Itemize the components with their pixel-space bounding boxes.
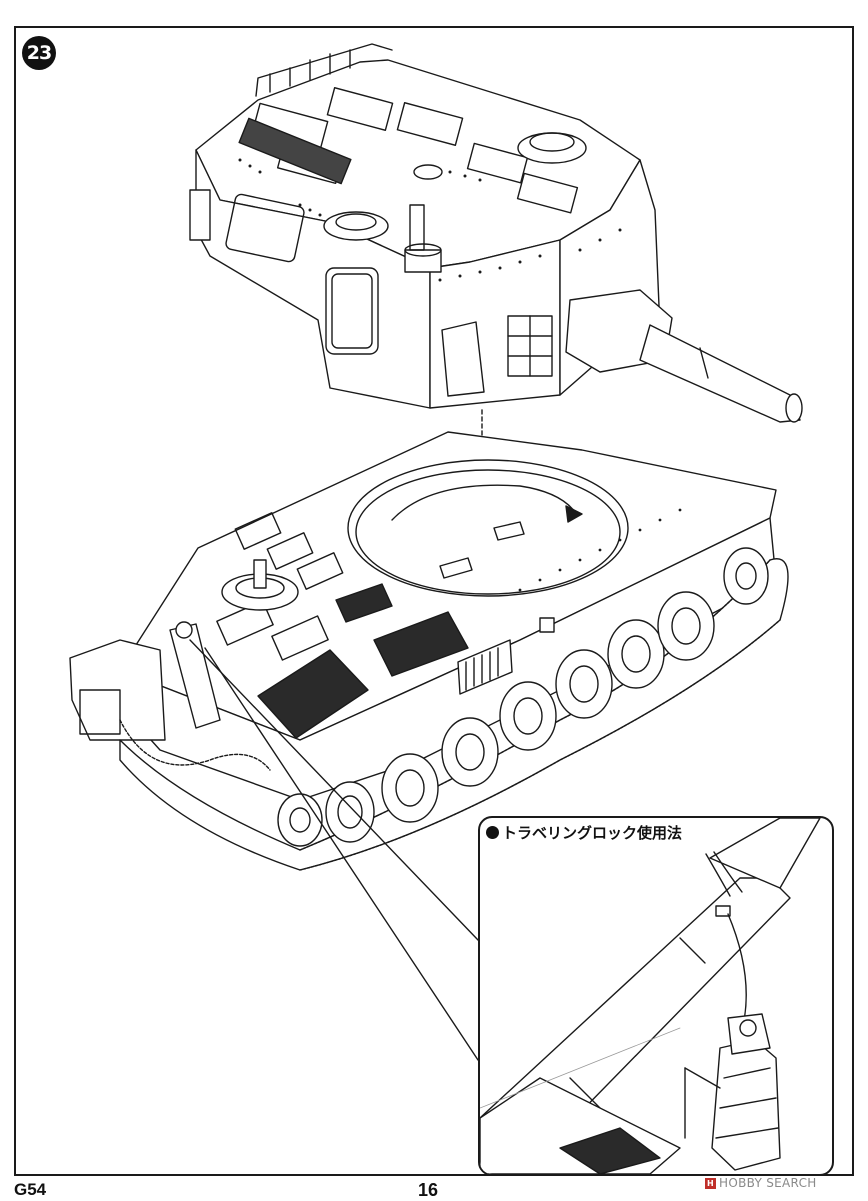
watermark: H HOBBY SEARCH (705, 1176, 817, 1190)
step-number: 23 (26, 42, 52, 64)
page-border (14, 26, 854, 1176)
page-number: 16 (418, 1180, 439, 1200)
engine-grille (257, 649, 369, 739)
callout-leader-line (189, 639, 479, 941)
callout-title: トラベリングロック使用法 (486, 822, 682, 843)
step-number-badge: 23 (22, 36, 56, 70)
rotate-arrow-icon (565, 505, 583, 523)
hull-part (69, 431, 789, 871)
bullet-icon (486, 826, 499, 839)
callout-illustration (480, 818, 821, 1174)
engine-grille (373, 611, 469, 677)
hobbysearch-logo-icon: H (705, 1177, 716, 1189)
callout-title-text: トラベリングロック使用法 (502, 824, 683, 842)
watermark-text: HOBBY SEARCH (719, 1176, 817, 1190)
kit-code: G54 (14, 1180, 47, 1199)
travel-lock-callout: トラベリングロック使用法 (478, 816, 834, 1176)
turret-part (189, 43, 803, 423)
engine-grille (335, 583, 393, 623)
callout-leader-line (204, 647, 479, 1061)
